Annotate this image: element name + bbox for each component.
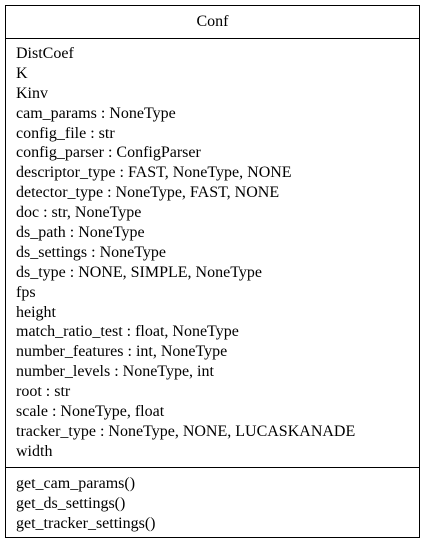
uml-class-box: Conf DistCoef K Kinv cam_params : NoneTy… — [5, 5, 420, 538]
attribute-row: cam_params : NoneType — [16, 104, 176, 122]
attribute-row: DistCoef — [16, 45, 74, 62]
attribute-row: match_ratio_test : float, NoneType — [16, 323, 239, 341]
attribute-row: doc : str, NoneType — [16, 204, 142, 222]
class-name-header: Conf — [6, 6, 419, 39]
attribute-row: ds_settings : NoneType — [16, 243, 166, 261]
attribute-row: number_features : int, NoneType — [16, 343, 228, 361]
attribute-row: descriptor_type : FAST, NoneType, NONE — [16, 164, 292, 182]
attribute-row: config_file : str — [16, 124, 115, 142]
attribute-row: scale : NoneType, float — [16, 403, 165, 421]
attribute-row: height — [16, 303, 56, 321]
attribute-row: tracker_type : NoneType, NONE, LUCASKANA… — [16, 422, 356, 440]
attribute-row: root : str — [16, 383, 71, 401]
attribute-row: detector_type : NoneType, FAST, NONE — [16, 184, 280, 202]
attribute-row: ds_type : NONE, SIMPLE, NoneType — [16, 263, 262, 281]
attribute-row: Kinv — [16, 84, 48, 102]
attribute-row: width — [16, 442, 53, 460]
attribute-row: fps — [16, 283, 36, 301]
attribute-row: number_levels : NoneType, int — [16, 363, 214, 381]
method-row: get_tracker_settings() — [16, 514, 156, 532]
attributes-section: DistCoef K Kinv cam_params : NoneType co… — [6, 39, 419, 468]
attribute-row: K — [16, 64, 28, 82]
method-row: get_ds_settings() — [16, 494, 126, 512]
class-name: Conf — [196, 13, 229, 30]
method-row: get_cam_params() — [16, 475, 136, 492]
attribute-row: ds_path : NoneType — [16, 224, 145, 242]
methods-section: get_cam_params() get_ds_settings() get_t… — [6, 468, 419, 534]
attribute-row: config_parser : ConfigParser — [16, 144, 201, 162]
